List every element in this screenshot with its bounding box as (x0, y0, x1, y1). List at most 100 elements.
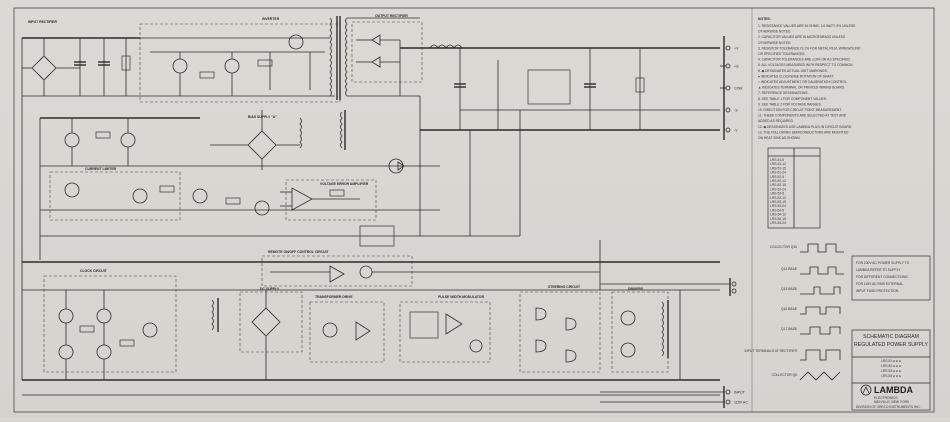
block-label-bias-supply: BIAS SUPPLY "A" (248, 115, 277, 119)
parts-table (767, 147, 821, 229)
model-row-3: LRS-54 ● ● ● (881, 374, 901, 378)
output-choke-l1 (429, 44, 463, 49)
table-layer: LRS-51-5LRS-51-12LRS-51-15LRS-51-24LRS-5… (770, 158, 786, 225)
table-row-12: LRS-54-5 (770, 208, 784, 212)
block-label-current-limiter: CURRENT LIMITER (85, 167, 117, 171)
waveform-label-5: INPUT TERMINALS AT RECTIFIER (744, 349, 797, 353)
side-note-2: FOR DIFFERENT CONNECTIONS. (856, 275, 909, 279)
waveform-label-3: Q16 BASE (781, 307, 798, 311)
note-line-11: ▲ INDICATES TERMINAL OR PRINTED WIRING B… (758, 86, 845, 90)
note-line-1: OTHERWISE NOTED. (758, 30, 791, 34)
company-division: ELECTRONICS (874, 396, 898, 400)
side-notes: FOR 230V AC POWER SUPPLY TO LAMBDA REFER … (856, 261, 910, 293)
dc-supply-bridge (211, 290, 303, 380)
block-labels: INPUT RECTIFIER INVERTER OUTPUT RECTIFIER C… (28, 14, 644, 299)
inverter-section (139, 23, 341, 103)
note-line-12: 7. REFERENCE DESIGNATIONS. (758, 91, 809, 95)
notes-layer: NOTES: 1. RESISTANCE VALUES ARE IN OHMS, … (758, 17, 861, 140)
waveform-panel (799, 243, 844, 381)
model-row-2: LRS-53 ● ● ● (881, 369, 901, 373)
input-terminal-label-0: INPUT (734, 391, 746, 395)
block-label-out-rect: OUTPUT RECTIFIER (375, 14, 408, 18)
note-line-8: 6. ◆ DESIGNATES ACTUAL UNIT MARKINGS. (758, 69, 828, 73)
output-rectifier (351, 21, 720, 83)
table-row-14: LRS-54-15 (770, 217, 786, 221)
terminal-label-0: +V (734, 47, 739, 51)
block-label-input-rect: INPUT RECTIFIER (28, 20, 58, 24)
table-row-3: LRS-51-24 (770, 171, 786, 175)
reference-section (359, 161, 405, 247)
bias-supply-bridge (210, 110, 346, 170)
current-limiter-block (49, 171, 181, 221)
sheet-border (13, 7, 935, 413)
note-line-9: ● INDICATES CLOCKWISE ROTATION OF SHAFT. (758, 74, 834, 78)
model-row-0: LRS-51 ● ● ● (881, 359, 901, 363)
block-label-inverter: INVERTER (262, 17, 280, 21)
table-row-9: LRS-53-12 (770, 196, 786, 200)
note-line-7: 5. ALL VOLTAGES MEASURED WITH RESPECT TO… (758, 63, 853, 67)
terminal-label-4: -V (734, 129, 738, 133)
terminal-label-2: COM (734, 87, 742, 91)
company-address: MELVILLE, NEW YORK (874, 400, 910, 404)
block-label-drivers: DRIVERS (628, 287, 644, 291)
title-footer: DIVISION OF VEECO INSTRUMENTS INC. (856, 405, 921, 409)
clock-circuit (43, 275, 177, 380)
note-line-20: ON HEAT SINK AS SHOWN. (758, 136, 801, 140)
driver-stage (611, 290, 681, 380)
title-block (851, 329, 931, 411)
block-label-remote-onoff: REMOTE ON/OFF CONTROL CIRCUIT (268, 250, 330, 254)
table-row-2: LRS-51-15 (770, 166, 786, 170)
table-row-10: LRS-53-15 (770, 200, 786, 204)
subtitle-text: REGULATED POWER SUPPLY (854, 342, 928, 348)
waveform-label-1: Q14 BASE (781, 267, 798, 271)
input-terminal-strip (600, 386, 731, 408)
input-bridge-rectifier (21, 37, 140, 380)
table-row-4: LRS-52-5 (770, 175, 784, 179)
waveform-label-4: Q17 BASE (781, 327, 798, 331)
table-row-5: LRS-52-12 (770, 179, 786, 183)
side-note-0: FOR 230V AC POWER SUPPLY TO (856, 261, 910, 265)
transformer-drive-circuit (309, 301, 385, 363)
table-row-6: LRS-52-15 (770, 183, 786, 187)
note-line-15: 10. DIRECTION FOR CIRCUIT POINT MEASUREM… (758, 108, 842, 112)
terminal-label-1: +S (734, 65, 739, 69)
waveform-label-0: COLLECTOR Q16 (770, 245, 797, 249)
model-row-1: LRS-52 ● ● ● (881, 364, 901, 368)
note-line-4: 3. RESISTOR TOLERANCE IS 1% FOR METAL FI… (758, 46, 861, 50)
table-row-0: LRS-51-5 (770, 158, 784, 162)
main-transformer-t1 (329, 16, 420, 100)
output-terminal-strip (720, 36, 731, 140)
table-row-11: LRS-53-24 (770, 204, 786, 208)
block-label-dc-supply: DC SUPPLY (260, 287, 280, 291)
note-line-14: 9. SEE TABLE 2 FOR VOLTAGE RANGES. (758, 102, 822, 106)
block-label-transformer-drive: TRANSFORMER DRIVE (315, 295, 353, 299)
side-note-3: FOR 115V AC RMS EXTERNAL (856, 282, 903, 286)
pulse-width-modulator (399, 301, 491, 363)
remote-onoff-circuit (261, 255, 600, 287)
note-line-13: 8. SEE TABLE 1 FOR COMPONENT VALUES. (758, 97, 827, 101)
rail-terminal-mid (600, 278, 737, 296)
table-row-13: LRS-54-12 (770, 213, 786, 217)
note-line-3: OTHERWISE NOTED. (758, 41, 791, 45)
waveform-label-2: Q15 BASE (781, 287, 798, 291)
note-line-19: 13. THE FOLLOWING SEMICONDUCTORS ARE MOU… (758, 130, 849, 134)
bottom-power-rails (22, 240, 720, 396)
lambda-logo (860, 384, 872, 396)
note-line-5: OR SPECIFIED TOLERANCES. (758, 52, 805, 56)
voltage-error-amplifier (280, 179, 377, 221)
note-line-0: 1. RESISTANCE VALUES ARE IN OHMS, 1/4 WA… (758, 24, 856, 28)
table-row-7: LRS-52-24 (770, 187, 786, 191)
side-note-1: LAMBDA REFER TO SUPPLY (856, 268, 901, 272)
block-label-voltage-amp: VOLTAGE ERROR AMPLIFIER (320, 182, 369, 186)
side-notes-box (851, 255, 931, 301)
company-name: LAMBDA (874, 385, 913, 395)
table-row-1: LRS-51-12 (770, 162, 786, 166)
block-label-clock: CLOCK CIRCUIT (80, 269, 108, 273)
notes-title: NOTES: (758, 17, 771, 21)
note-line-6: 4. CAPACITOR TOLERANCES ARE ±10% OR AS S… (758, 58, 851, 62)
